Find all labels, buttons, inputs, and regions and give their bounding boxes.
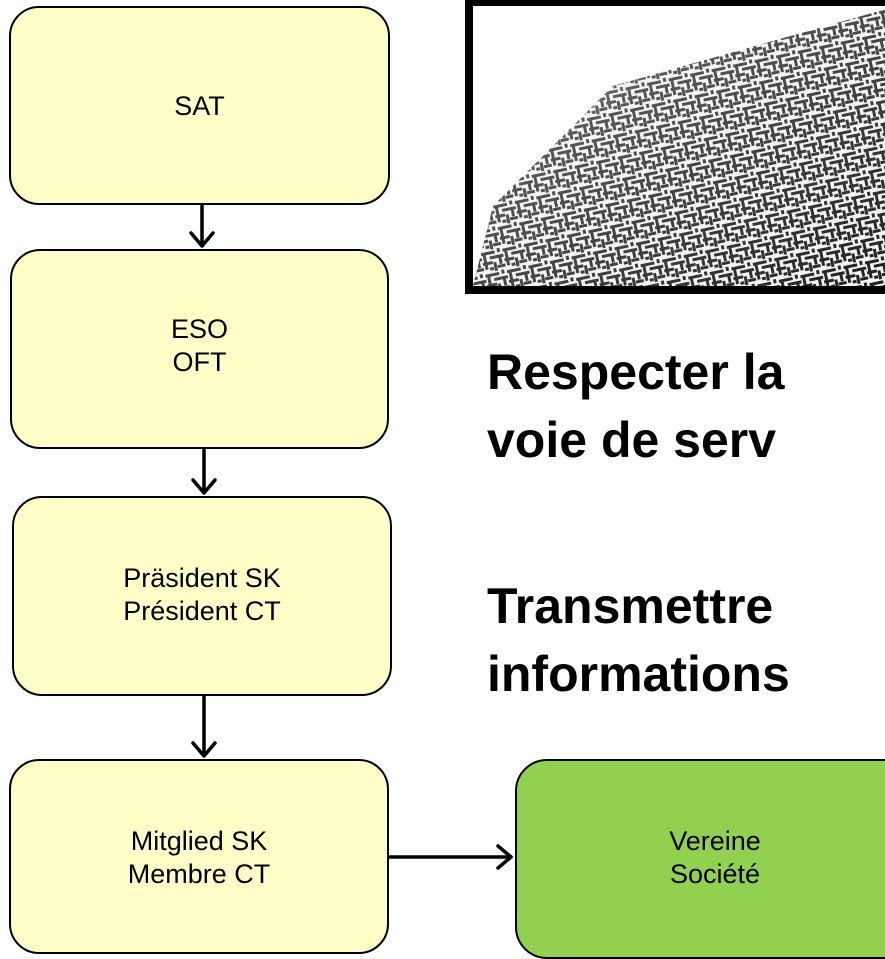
box-member-sk-label: Mitglied SK <box>130 826 268 856</box>
instruction-text-2: Transmettre informations <box>487 572 790 708</box>
box-oft-label: OFT <box>172 347 227 377</box>
box-eso-label: ESO <box>170 314 229 344</box>
box-member: Mitglied SK Membre CT <box>9 759 389 954</box>
box-sat-label: SAT <box>174 91 225 121</box>
box-societe-label: Société <box>669 859 761 889</box>
instruction-line-4: informations <box>487 646 790 702</box>
box-club: Vereine Société <box>515 759 885 959</box>
arrow-sat-to-eso <box>189 204 215 248</box>
instruction-text-1: Respecter la voie de serv <box>487 338 784 474</box>
arrow-president-to-member <box>191 695 217 758</box>
box-eso-oft: ESO OFT <box>10 249 389 449</box>
instruction-line-2: voie de serv <box>487 412 777 468</box>
box-sat: SAT <box>9 6 390 205</box>
maze-image <box>465 0 885 294</box>
box-president-sk-label: Präsident SK <box>123 563 281 593</box>
instruction-line-3: Transmettre <box>487 578 774 634</box>
instruction-line-1: Respecter la <box>487 344 785 400</box>
maze-icon <box>473 6 885 286</box>
box-vereine-label: Vereine <box>669 826 761 856</box>
box-president: Präsident SK Président CT <box>12 496 392 696</box>
arrow-eso-to-president <box>191 448 217 495</box>
arrow-member-to-club <box>388 844 513 870</box>
box-president-ct-label: Président CT <box>123 596 281 626</box>
box-member-ct-label: Membre CT <box>127 859 271 889</box>
